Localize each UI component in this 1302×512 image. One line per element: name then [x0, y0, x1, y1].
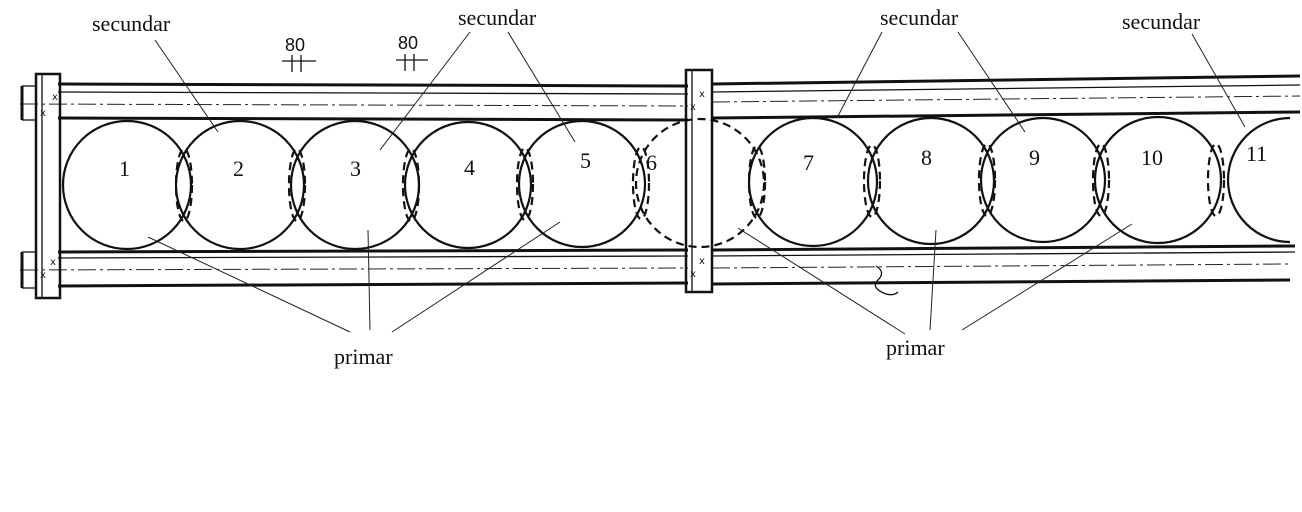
pile-9 — [979, 116, 1107, 244]
pile-11 — [1226, 116, 1291, 244]
vertical-strut-middle — [684, 68, 714, 294]
pile-number: 3 — [350, 156, 361, 181]
secondary-label: secundar — [92, 11, 171, 36]
pile-number: 1 — [119, 156, 130, 181]
bolt-mark: x — [40, 108, 46, 119]
bolt-mark: x — [40, 270, 46, 281]
primary-labels: primar primar — [334, 335, 945, 369]
waler-left — [19, 82, 689, 288]
overlap-arcs — [174, 142, 1226, 223]
pile-circles — [61, 115, 1291, 251]
pile-number: 2 — [233, 156, 244, 181]
secondary-labels: secundar secundar secundar secundar — [92, 5, 1201, 36]
dimension-markers: 80 80 — [282, 33, 428, 72]
primary-leaders — [147, 221, 1133, 335]
pile-number: 9 — [1029, 145, 1040, 170]
bolt-mark: x — [52, 92, 58, 103]
primary-label: primar — [334, 344, 393, 369]
primary-label: primar — [886, 335, 945, 360]
dimension-label: 80 — [285, 35, 305, 55]
vertical-strut-left — [20, 72, 62, 300]
pile-number: 8 — [921, 145, 932, 170]
bolt-mark: x — [699, 89, 705, 100]
bolt-mark: x — [50, 257, 56, 268]
bolt-mark: x — [699, 256, 705, 267]
pile-number: 4 — [464, 155, 475, 180]
pile-7 — [747, 116, 879, 248]
pile-2 — [174, 119, 306, 251]
waler-right — [711, 74, 1301, 286]
pile-10 — [1093, 115, 1223, 245]
secondary-label: secundar — [1122, 9, 1201, 34]
pile-3 — [289, 119, 421, 251]
dimension-label: 80 — [398, 33, 418, 53]
pile-1 — [61, 119, 193, 251]
pile-number: 5 — [580, 148, 591, 173]
pile-6 — [634, 117, 766, 249]
bolt-mark: x — [690, 269, 696, 280]
secondary-label: secundar — [458, 5, 537, 30]
pile-5 — [517, 119, 647, 249]
bolt-marks: x x x x x x x x — [40, 89, 705, 281]
pile-numbers: 1 2 3 4 5 6 7 8 9 10 11 — [119, 141, 1267, 181]
pile-number: 10 — [1141, 145, 1163, 170]
squiggle-detail — [874, 265, 899, 296]
pile-8 — [866, 116, 996, 246]
pile-number: 11 — [1246, 141, 1267, 166]
secondary-leaders — [154, 31, 1246, 151]
pile-number: 7 — [803, 150, 814, 175]
pile-4 — [403, 120, 533, 250]
secondary-label: secundar — [880, 5, 959, 30]
bolt-mark: x — [690, 102, 696, 113]
pile-number: 6 — [646, 150, 657, 175]
